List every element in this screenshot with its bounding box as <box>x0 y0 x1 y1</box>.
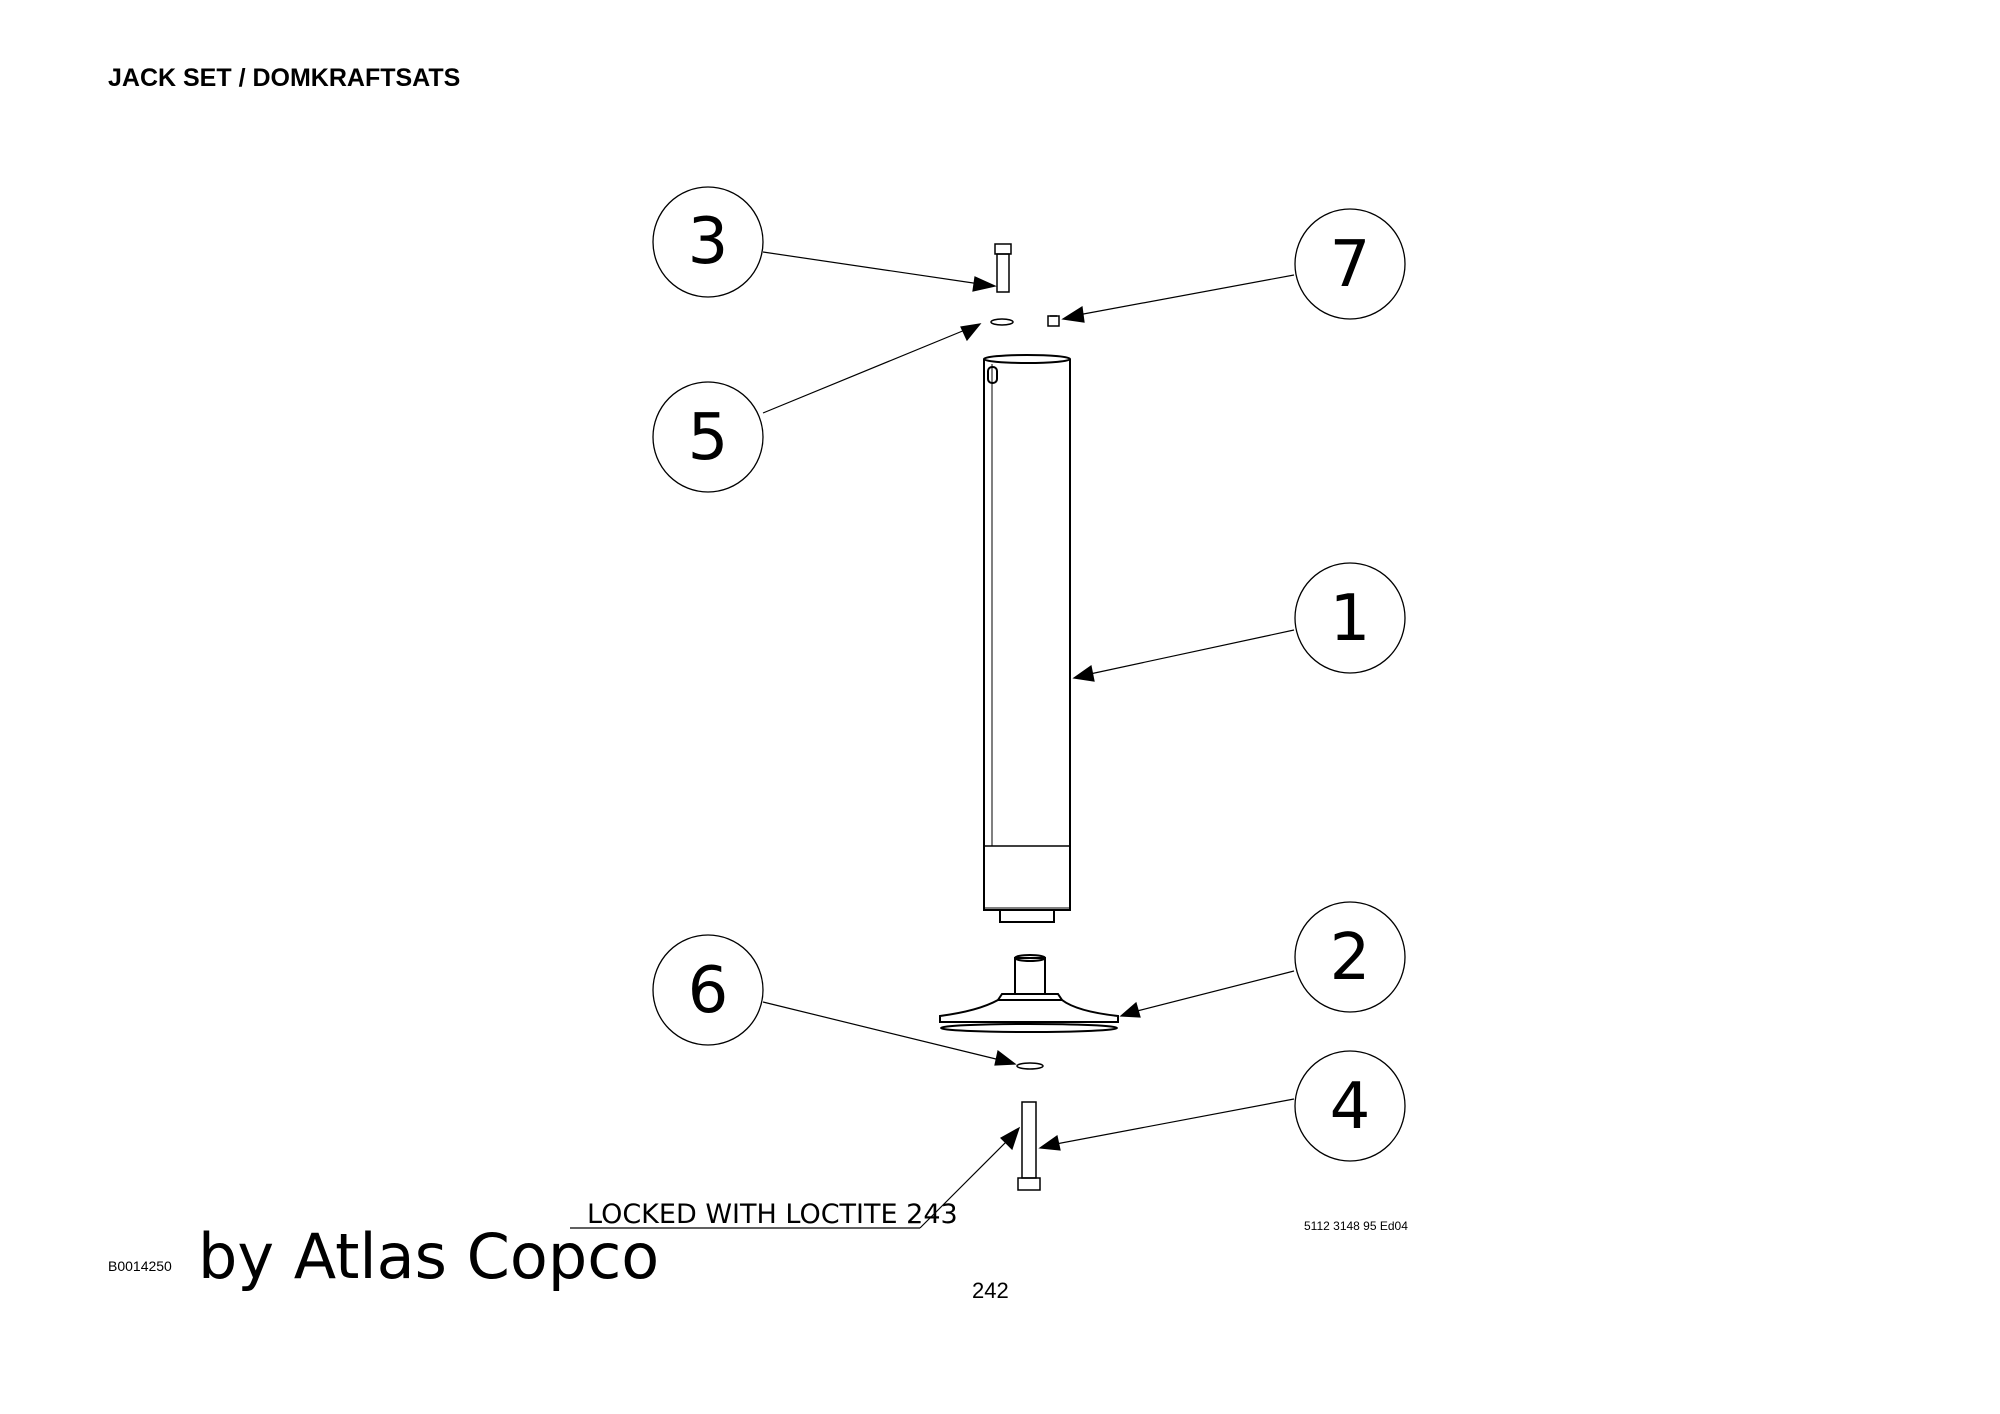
jack-tube-part <box>983 354 1071 923</box>
page-number: 242 <box>972 1278 1009 1303</box>
callout-5: 5 <box>652 381 764 493</box>
svg-text:6: 6 <box>688 954 729 1028</box>
callout-7: 7 <box>1294 208 1406 320</box>
document-code: B0014250 <box>108 1258 172 1274</box>
svg-text:7: 7 <box>1330 228 1371 302</box>
washer-top-part <box>990 318 1014 326</box>
callout-2: 2 <box>1294 901 1406 1013</box>
callout-6: 6 <box>652 934 764 1046</box>
bolt-top-part <box>994 243 1012 293</box>
washer-bottom-part <box>1016 1062 1044 1070</box>
svg-text:2: 2 <box>1330 921 1371 995</box>
foot-plate-part <box>939 954 1119 1033</box>
svg-text:4: 4 <box>1330 1070 1371 1144</box>
callout-4: 4 <box>1294 1050 1406 1162</box>
leader-lines <box>570 251 1295 1229</box>
brand-label: by Atlas Copco <box>198 1220 660 1293</box>
svg-text:5: 5 <box>688 401 729 475</box>
loctite-note: LOCKED WITH LOCTITE 243 <box>587 1199 958 1230</box>
svg-text:3: 3 <box>688 205 729 279</box>
grease-nipple-part <box>1047 315 1060 327</box>
page-title: JACK SET / DOMKRAFTSATS <box>108 64 461 92</box>
drawing-reference: 5112 3148 95 Ed04 <box>1304 1219 1408 1233</box>
bolt-bottom-part <box>1017 1101 1041 1191</box>
svg-text:1: 1 <box>1330 582 1371 656</box>
callout-3: 3 <box>652 186 764 298</box>
callout-1: 1 <box>1294 562 1406 674</box>
